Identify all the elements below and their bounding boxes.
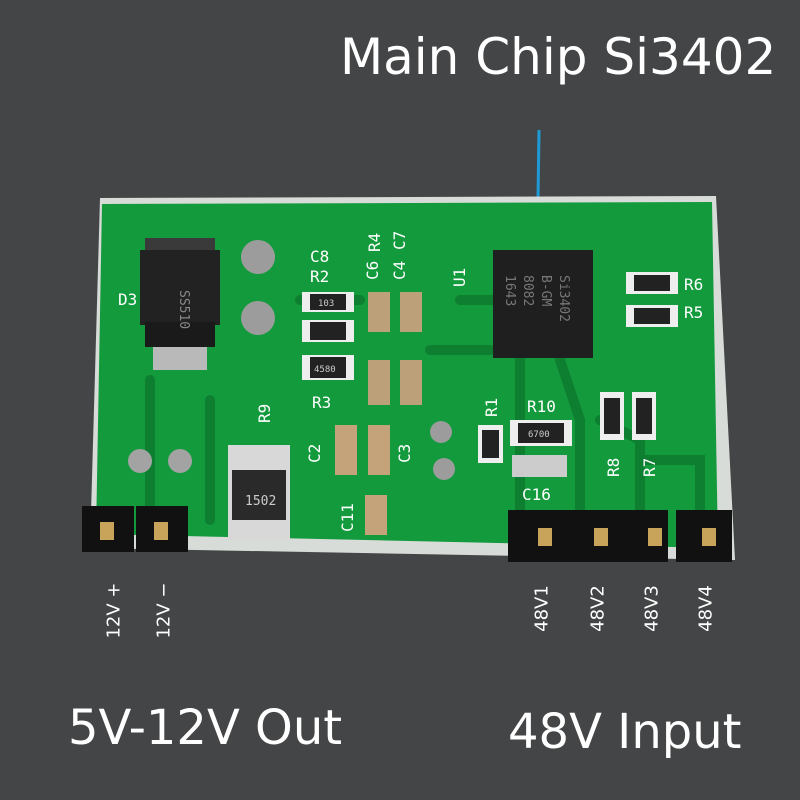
svg-text:8082: 8082 — [520, 275, 535, 306]
svg-text:D3: D3 — [118, 290, 137, 309]
svg-text:U1: U1 — [450, 268, 469, 287]
via — [241, 301, 275, 335]
pin-label-48v3: 48V3 — [641, 585, 663, 632]
via — [168, 449, 192, 473]
via — [433, 458, 455, 480]
svg-text:R8: R8 — [604, 458, 623, 477]
diode-d3: SS510 — [140, 238, 220, 370]
svg-text:R2: R2 — [310, 267, 329, 286]
output-pin-header — [82, 506, 188, 552]
svg-text:R1: R1 — [482, 398, 501, 417]
svg-text:R3: R3 — [312, 393, 331, 412]
main-chip-si3402: Si3402 B-GM 8082 1643 — [493, 250, 593, 358]
pin-label-12v-minus: 12V − — [153, 582, 175, 639]
input-caption: 48V Input — [508, 704, 742, 760]
svg-text:C2: C2 — [305, 444, 324, 463]
svg-text:C3: C3 — [395, 444, 414, 463]
pin-label-48v2: 48V2 — [587, 585, 609, 632]
svg-text:R4: R4 — [365, 233, 384, 252]
output-caption: 5V-12V Out — [68, 700, 343, 756]
svg-text:B-GM: B-GM — [538, 275, 553, 306]
svg-text:R9: R9 — [255, 404, 274, 423]
svg-text:C11: C11 — [338, 503, 357, 532]
input-pin-header — [508, 510, 732, 562]
diode-code: SS510 — [176, 290, 191, 329]
smd-components: 103 4580 6700 — [302, 272, 678, 535]
pin-label-48v4: 48V4 — [695, 585, 717, 632]
main-chip-callout-label: Main Chip Si3402 — [340, 28, 777, 86]
svg-text:1502: 1502 — [245, 494, 276, 509]
svg-text:R6: R6 — [684, 275, 703, 294]
svg-text:6700: 6700 — [528, 430, 550, 440]
svg-text:4580: 4580 — [314, 365, 336, 375]
svg-text:1643: 1643 — [502, 275, 517, 306]
resistor-r9: 1502 — [228, 445, 290, 540]
via — [128, 449, 152, 473]
pin-label-12v-plus: 12V + — [103, 582, 125, 639]
chip-marking: Si3402 — [556, 275, 571, 322]
pin-label-48v1: 48V1 — [531, 585, 553, 632]
svg-text:C6: C6 — [363, 261, 382, 280]
svg-text:R7: R7 — [640, 458, 659, 477]
svg-text:C4: C4 — [390, 261, 409, 280]
svg-text:C16: C16 — [522, 485, 551, 504]
via — [430, 421, 452, 443]
svg-text:103: 103 — [318, 299, 334, 309]
svg-text:R5: R5 — [684, 303, 703, 322]
svg-text:C7: C7 — [390, 231, 409, 250]
silkscreen-labels: D3 C8 R2 R4 C7 C6 C4 U1 R6 R5 R3 R9 C2 C… — [118, 231, 703, 532]
via — [241, 240, 275, 274]
svg-text:C8: C8 — [310, 247, 329, 266]
svg-text:R10: R10 — [527, 397, 556, 416]
